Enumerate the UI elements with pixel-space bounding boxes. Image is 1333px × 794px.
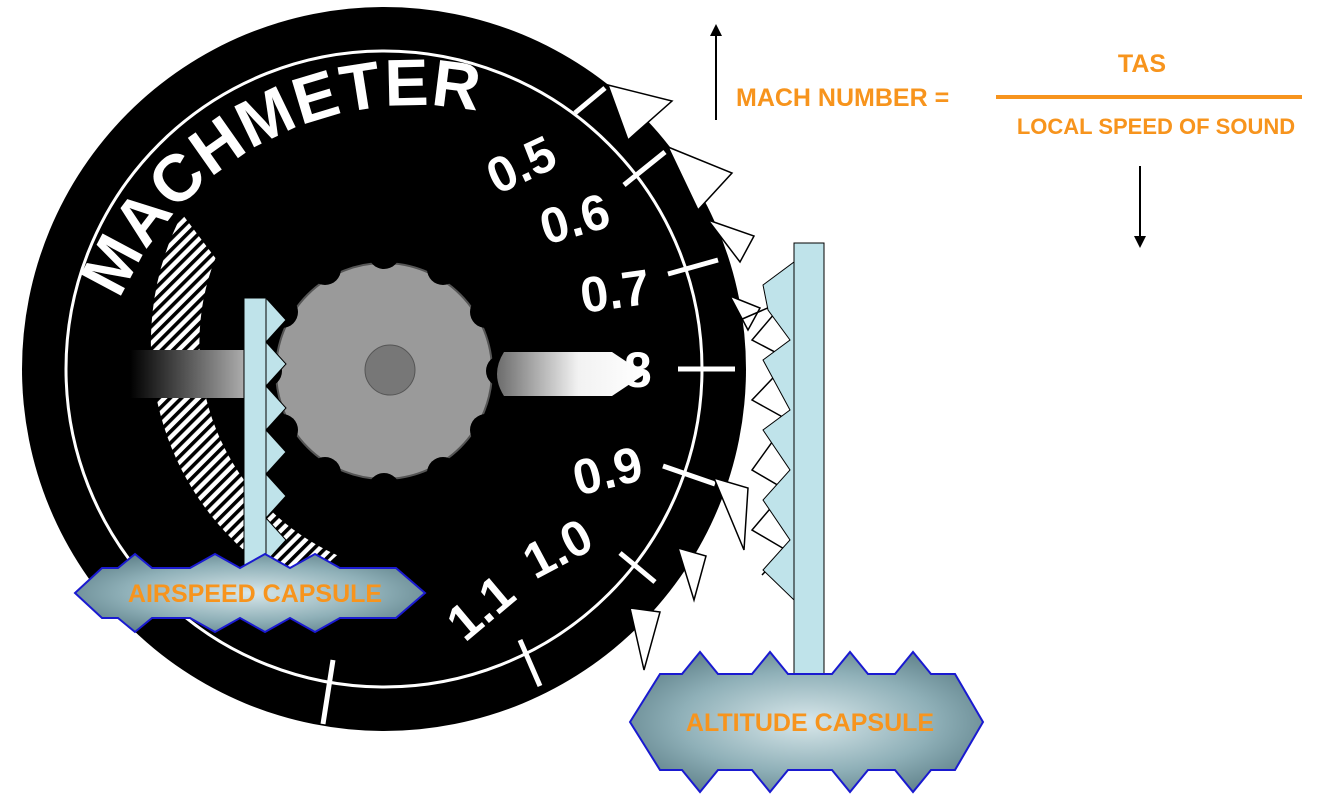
left-pointer-bar — [130, 350, 250, 398]
pointer-needle — [497, 352, 645, 396]
outer-scale-ticks — [320, 86, 735, 725]
altitude-capsule-label: ALTITUDE CAPSULE — [686, 709, 934, 737]
down-arrow — [1134, 166, 1146, 248]
altitude-capsule: ALTITUDE CAPSULE — [628, 650, 985, 794]
gear — [250, 237, 518, 505]
altitude-capsule-strip — [739, 242, 825, 684]
outer-tick — [320, 659, 336, 725]
outer-sawtooth-linkage — [606, 83, 762, 671]
mach-equation: MACH NUMBER = TAS LOCAL SPEED OF SOUND — [710, 24, 1302, 248]
scale-0-7: 0.7 — [577, 259, 654, 324]
equation-lhs: MACH NUMBER = — [736, 84, 949, 112]
altitude-capsule-shape — [628, 650, 985, 794]
outer-tick — [517, 639, 543, 687]
outer-tick — [573, 86, 607, 115]
equation-denominator: LOCAL SPEED OF SOUND — [1017, 114, 1295, 139]
outer-tick — [622, 150, 667, 187]
airspeed-capsule-shape — [73, 552, 427, 634]
gear-hub — [364, 344, 416, 396]
airspeed-capsule-label: AIRSPEED CAPSULE — [128, 580, 382, 608]
altitude-capsule-rod — [793, 242, 825, 684]
outer-tick — [662, 463, 716, 487]
altitude-zigzag-right — [762, 261, 795, 602]
equation-numerator: TAS — [1118, 50, 1166, 78]
outer-tick — [618, 551, 657, 584]
up-arrow — [710, 24, 722, 120]
airspeed-capsule: AIRSPEED CAPSULE — [73, 552, 427, 634]
outer-tick — [667, 257, 719, 277]
